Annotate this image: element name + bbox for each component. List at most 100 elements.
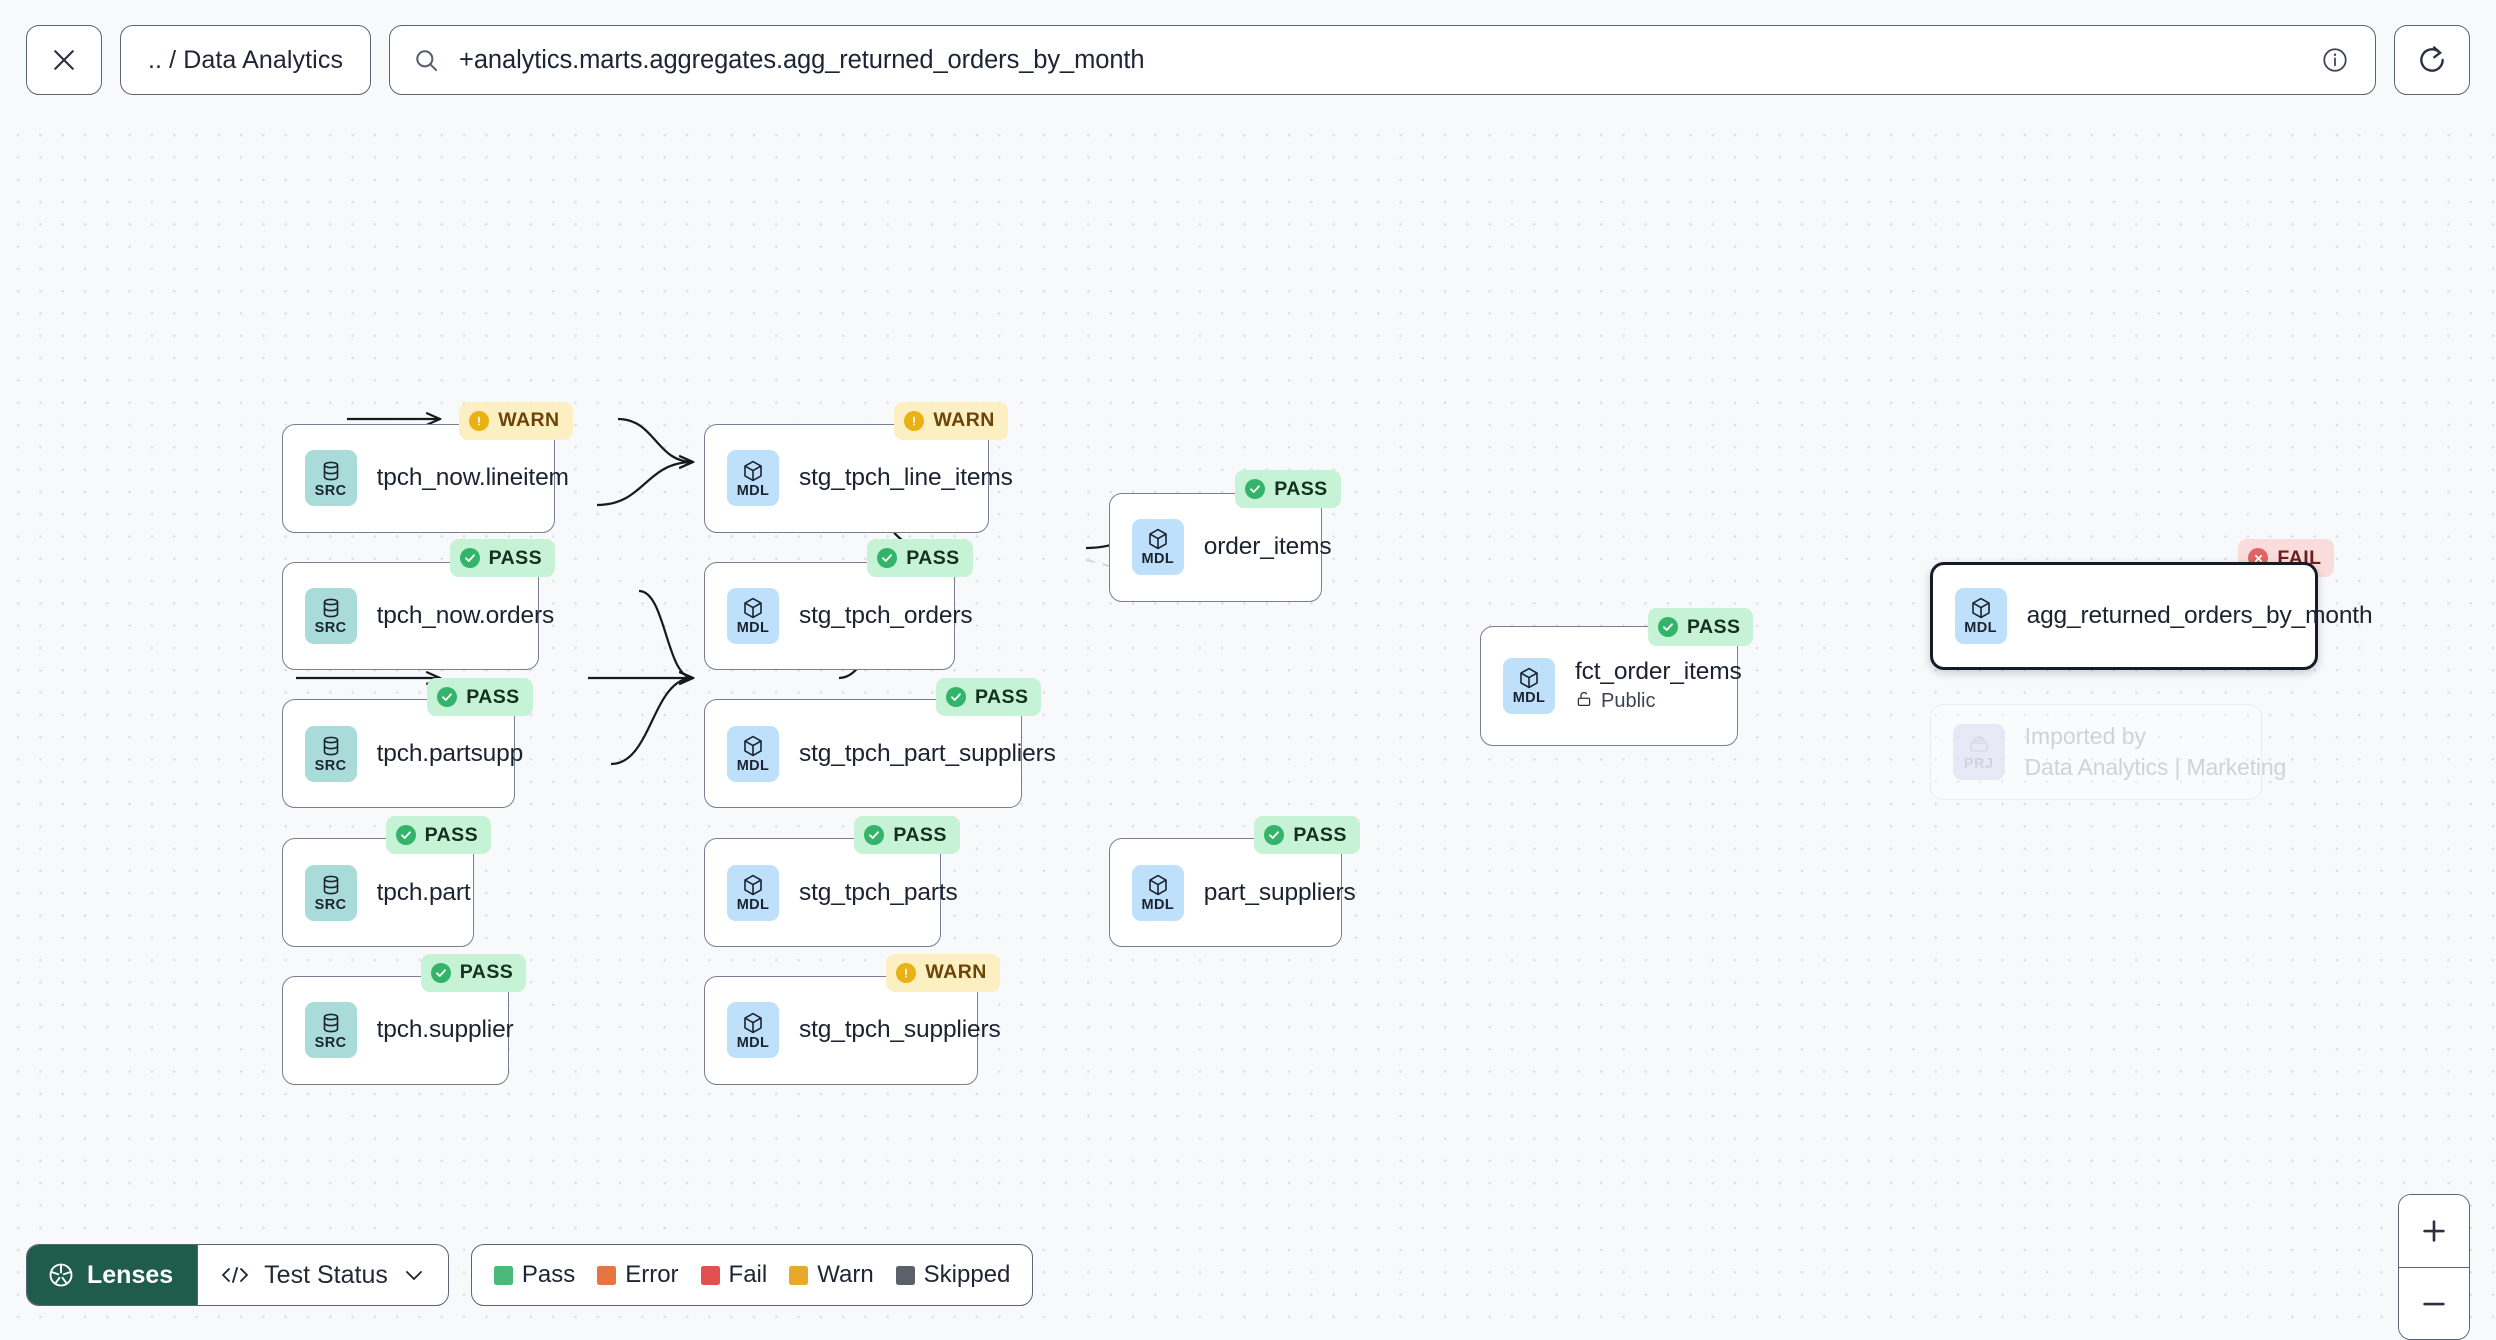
status-badge-pass[interactable]: PASS [867, 539, 972, 577]
node-body: order_items [1204, 533, 1321, 561]
legend-item-pass[interactable]: Pass [494, 1261, 575, 1289]
node-body: stg_tpch_parts [799, 879, 940, 907]
unlock-icon [1575, 690, 1593, 714]
chevron-down-icon [402, 1263, 426, 1287]
legend-item-fail[interactable]: Fail [701, 1261, 768, 1289]
status-badge-label: PASS [466, 686, 519, 709]
breadcrumb-button[interactable]: .. / Data Analytics [120, 25, 371, 95]
node-body: stg_tpch_line_items [799, 464, 988, 492]
node-body: stg_tpch_orders [799, 602, 954, 630]
node-kind-mdl-icon: MDL [727, 1002, 779, 1058]
node-kind-mdl-icon: MDL [727, 588, 779, 644]
status-badge-label: PASS [893, 824, 946, 847]
top-toolbar: .. / Data Analytics +analytics.marts.agg… [0, 0, 2496, 120]
test-status-dropdown[interactable]: Test Status [197, 1245, 448, 1305]
refresh-button[interactable] [2394, 25, 2470, 95]
graph-node-stg_orders[interactable]: MDL stg_tpch_orders [704, 562, 955, 671]
status-dot-icon [896, 963, 916, 983]
graph-node-stg_suppliers[interactable]: MDL stg_tpch_suppliers [704, 976, 978, 1085]
status-badge-pass[interactable]: PASS [936, 678, 1041, 716]
node-visibility: Public [1575, 690, 1737, 714]
status-badge-label: PASS [489, 547, 542, 570]
lenses-label: Lenses [87, 1261, 173, 1290]
status-badge-pass[interactable]: PASS [1254, 816, 1359, 854]
legend-swatch-warn [789, 1266, 808, 1285]
status-badge-pass[interactable]: PASS [1648, 608, 1753, 646]
node-body: stg_tpch_suppliers [799, 1016, 977, 1044]
node-body: Imported by Data Analytics | Marketing [2025, 723, 2262, 781]
status-badge-pass[interactable]: PASS [427, 678, 532, 716]
close-button[interactable] [26, 25, 102, 95]
legend-label: Fail [729, 1261, 768, 1289]
status-badge-pass[interactable]: PASS [421, 954, 526, 992]
graph-node-order_items[interactable]: MDL order_items [1109, 493, 1322, 602]
status-badge-label: PASS [460, 961, 513, 984]
zoom-out-button[interactable] [2399, 1267, 2469, 1339]
status-dot-icon [396, 825, 416, 845]
test-status-label: Test Status [264, 1261, 388, 1290]
graph-node-stg_line_items[interactable]: MDL stg_tpch_line_items [704, 424, 989, 533]
lenses-button[interactable]: Lenses [27, 1245, 197, 1305]
node-kind-src-icon: SRC [305, 588, 357, 644]
bottom-toolbar: Lenses Test Status Pass Error [26, 1244, 1033, 1306]
node-body: agg_returned_orders_by_month [2027, 602, 2316, 630]
status-dot-icon [877, 548, 897, 568]
graph-node-src_orders[interactable]: SRC tpch_now.orders [282, 562, 540, 671]
zoom-in-button[interactable] [2399, 1195, 2469, 1267]
node-imported-label: Imported by [2025, 723, 2262, 750]
status-badge-warn[interactable]: WARN [886, 954, 999, 992]
node-kind-mdl-icon: MDL [727, 450, 779, 506]
status-badge-label: PASS [1274, 478, 1327, 501]
legend-swatch-pass [494, 1266, 513, 1285]
status-dot-icon [946, 687, 966, 707]
status-dot-icon [904, 411, 924, 431]
zoom-controls [2398, 1194, 2470, 1340]
legend-swatch-skipped [896, 1266, 915, 1285]
graph-node-part_suppliers[interactable]: MDL part_suppliers [1109, 838, 1343, 947]
search-query-text: +analytics.marts.aggregates.agg_returned… [459, 46, 2302, 75]
graph-node-imported-by[interactable]: PRJ Imported by Data Analytics | Marketi… [1930, 704, 2263, 800]
node-title: stg_tpch_line_items [799, 464, 988, 492]
legend-label: Error [625, 1261, 678, 1289]
lineage-canvas[interactable]: SRC tpch_now.lineitem WARN SRC tpch_now.… [0, 120, 2496, 1328]
graph-node-stg_parts[interactable]: MDL stg_tpch_parts [704, 838, 941, 947]
legend-item-error[interactable]: Error [597, 1261, 678, 1289]
lens-group: Lenses Test Status [26, 1244, 449, 1306]
node-kind-src-icon: SRC [305, 1002, 357, 1058]
status-badge-pass[interactable]: PASS [450, 539, 555, 577]
node-kind-src-icon: SRC [305, 726, 357, 782]
status-badge-pass[interactable]: PASS [854, 816, 959, 854]
legend-item-warn[interactable]: Warn [789, 1261, 873, 1289]
graph-node-src_supplier[interactable]: SRC tpch.supplier [282, 976, 509, 1085]
legend-label: Warn [817, 1261, 873, 1289]
node-kind-mdl-icon: MDL [1132, 865, 1184, 921]
search-input[interactable]: +analytics.marts.aggregates.agg_returned… [389, 25, 2376, 95]
status-dot-icon [1658, 617, 1678, 637]
node-kind-src-icon: SRC [305, 450, 357, 506]
info-icon[interactable] [2321, 46, 2349, 74]
node-title: tpch_now.orders [377, 602, 539, 630]
status-badge-label: PASS [425, 824, 478, 847]
graph-node-src_part[interactable]: SRC tpch.part [282, 838, 474, 947]
node-title: tpch.part [377, 879, 471, 907]
node-title: Data Analytics | Marketing [2025, 754, 2262, 781]
node-title: tpch.supplier [377, 1016, 508, 1044]
node-body: tpch.partsupp [377, 740, 515, 768]
node-title: part_suppliers [1204, 879, 1342, 907]
legend-swatch-fail [701, 1266, 720, 1285]
status-badge-pass[interactable]: PASS [386, 816, 491, 854]
status-badge-warn[interactable]: WARN [459, 402, 572, 440]
node-kind-mdl-icon: MDL [1955, 588, 2007, 644]
graph-node-src_lineitem[interactable]: SRC tpch_now.lineitem [282, 424, 556, 533]
node-kind-mdl-icon: MDL [1503, 658, 1555, 714]
graph-node-agg_returned[interactable]: MDL agg_returned_orders_by_month [1930, 562, 2319, 671]
code-icon [220, 1263, 250, 1287]
status-dot-icon [437, 687, 457, 707]
legend-item-skipped[interactable]: Skipped [896, 1261, 1011, 1289]
status-badge-warn[interactable]: WARN [894, 402, 1007, 440]
status-dot-icon [431, 963, 451, 983]
node-title: stg_tpch_suppliers [799, 1016, 977, 1044]
node-kind-mdl-icon: MDL [727, 726, 779, 782]
node-body: fct_order_items Public [1575, 658, 1737, 714]
status-badge-pass[interactable]: PASS [1235, 470, 1340, 508]
